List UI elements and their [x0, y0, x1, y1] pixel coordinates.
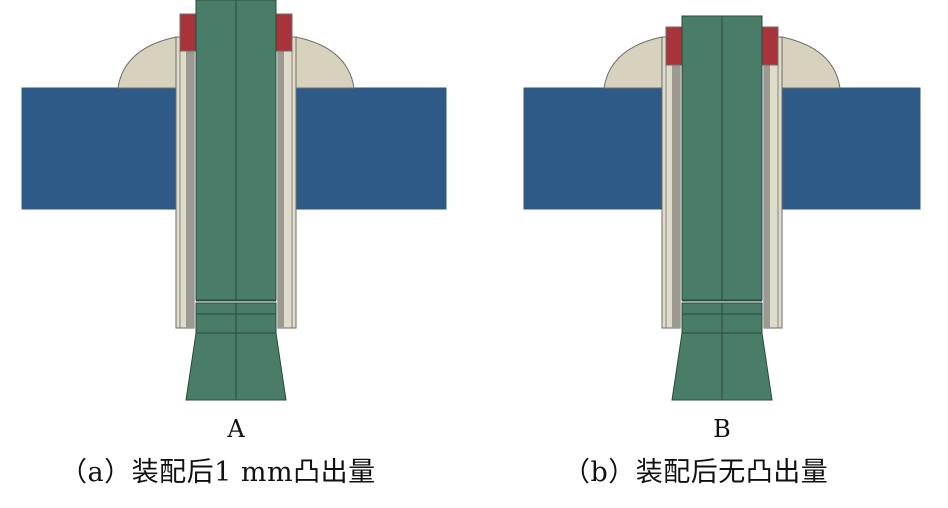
collar-left: [665, 26, 683, 66]
plate-right: [779, 87, 921, 210]
plate-right: [293, 87, 447, 210]
panel-a-tag: A: [227, 415, 245, 443]
panel-b-tag: B: [713, 415, 731, 443]
collar-left: [179, 13, 197, 52]
sleeve-inner-shadow-right: [278, 37, 284, 328]
collar-right: [761, 26, 779, 66]
panel-a-caption: （a）装配后1 mm凸出量: [60, 457, 376, 488]
panel-b-diagram: [523, 15, 921, 401]
sleeve-inner-shadow-left: [186, 37, 194, 328]
plate-left: [21, 87, 179, 210]
panel-b-caption: （b）装配后无凸出量: [563, 457, 829, 488]
pin: [671, 15, 773, 401]
plate-pair: [21, 87, 447, 210]
sleeve-inner-shadow-right: [764, 37, 770, 328]
panel-a-diagram: [21, 0, 447, 401]
plate-pair: [523, 87, 921, 210]
pin: [185, 0, 287, 401]
sleeve-inner-shadow-left: [672, 37, 680, 328]
plate-left: [523, 87, 665, 210]
collar-right: [275, 13, 293, 52]
